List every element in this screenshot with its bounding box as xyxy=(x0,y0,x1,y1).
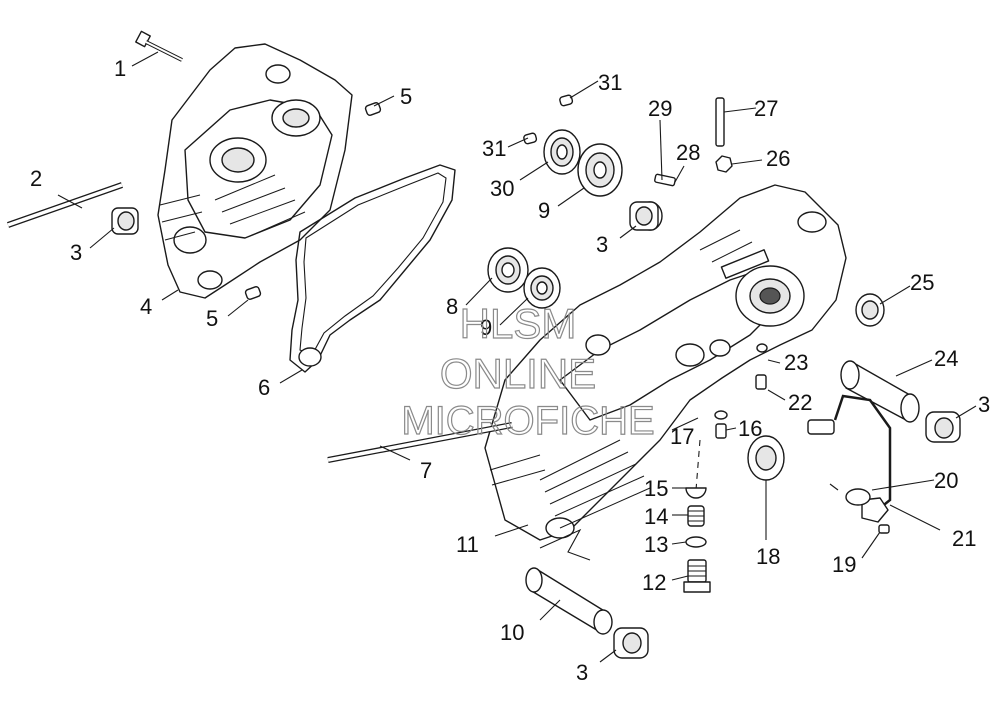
rubber-bushing-bottom xyxy=(613,627,649,659)
rubber-bushing-top xyxy=(629,201,659,231)
gasket xyxy=(289,164,456,373)
callout-2: 2 xyxy=(30,166,42,191)
callout-22: 22 xyxy=(788,390,812,415)
bearing-9-upper xyxy=(577,143,623,197)
long-shaft-2 xyxy=(7,182,123,228)
dowel-pin-upper xyxy=(364,102,382,116)
callout-5-lower: 5 xyxy=(206,306,218,331)
callout-3-left: 3 xyxy=(70,240,82,265)
callout-24: 24 xyxy=(934,346,958,371)
leader-lines xyxy=(57,51,977,663)
callout-23: 23 xyxy=(784,350,808,375)
callout-19: 19 xyxy=(832,552,856,577)
callout-31-lower: 31 xyxy=(482,136,506,161)
callout-12: 12 xyxy=(642,570,666,595)
pin-31-upper xyxy=(559,94,574,107)
dowel-pin-lower xyxy=(244,286,262,300)
callout-9-lower: 9 xyxy=(480,315,492,340)
long-shaft-7 xyxy=(327,422,513,463)
oil-seal-18 xyxy=(747,435,785,481)
callout-7: 7 xyxy=(420,458,432,483)
pin-31-lower xyxy=(523,132,538,145)
callout-11: 11 xyxy=(456,532,479,557)
callout-10: 10 xyxy=(500,620,524,645)
sleeve-24 xyxy=(840,360,920,423)
drain-plug-assembly xyxy=(683,439,711,593)
callout-30: 30 xyxy=(490,176,514,201)
right-crankcase-half xyxy=(484,184,847,541)
callout-6: 6 xyxy=(258,375,270,400)
watermark-line-1: HLSM xyxy=(460,300,577,347)
watermark-line-3: MICROFICHE xyxy=(401,399,654,443)
bearing-8 xyxy=(487,247,529,293)
rubber-bushing-right xyxy=(925,411,961,443)
callout-1: 1 xyxy=(114,56,126,81)
bearing-30 xyxy=(543,129,581,175)
bearing-9-lower xyxy=(523,267,561,309)
callout-17: 17 xyxy=(670,424,694,449)
callout-31-upper: 31 xyxy=(598,70,622,95)
callout-14: 14 xyxy=(644,504,668,529)
bolt-29 xyxy=(654,173,676,187)
watermark: HLSM ONLINE MICROFICHE xyxy=(401,299,656,443)
callout-13: 13 xyxy=(644,532,668,557)
callout-16: 16 xyxy=(738,416,762,441)
dowel-27 xyxy=(715,97,725,147)
callout-29: 29 xyxy=(648,96,672,121)
screw-19 xyxy=(878,524,890,534)
rubber-bushing-left xyxy=(111,207,139,235)
callout-27: 27 xyxy=(754,96,778,121)
screw-16 xyxy=(715,423,727,439)
callout-18: 18 xyxy=(756,544,780,569)
callout-3-top: 3 xyxy=(596,232,608,257)
left-crankcase-half xyxy=(157,43,353,299)
callout-8: 8 xyxy=(446,294,458,319)
callout-21: 21 xyxy=(952,526,976,551)
screw-22 xyxy=(755,374,767,390)
sensor-wire-21 xyxy=(807,394,892,523)
nut-26 xyxy=(715,155,733,173)
watermark-line-2: ONLINE xyxy=(440,350,596,397)
o-ring-20 xyxy=(845,488,871,506)
callout-9-upper: 9 xyxy=(538,198,550,223)
callout-4: 4 xyxy=(140,294,152,319)
screw-23 xyxy=(756,343,768,353)
callout-3-bottom: 3 xyxy=(576,660,588,685)
long-bolt xyxy=(135,30,183,62)
callout-numbers: 1 2 3 4 5 5 6 7 8 9 9 10 11 12 13 14 15 … xyxy=(30,56,990,685)
oil-seal-25 xyxy=(855,293,885,327)
callout-5-upper: 5 xyxy=(400,84,412,109)
callout-15: 15 xyxy=(644,476,668,501)
sleeve-10 xyxy=(525,567,613,635)
callout-25: 25 xyxy=(910,270,934,295)
callout-28: 28 xyxy=(676,140,700,165)
callout-26: 26 xyxy=(766,146,790,171)
callout-3-right: 3 xyxy=(978,392,990,417)
callout-20: 20 xyxy=(934,468,958,493)
washer-17 xyxy=(714,410,728,420)
